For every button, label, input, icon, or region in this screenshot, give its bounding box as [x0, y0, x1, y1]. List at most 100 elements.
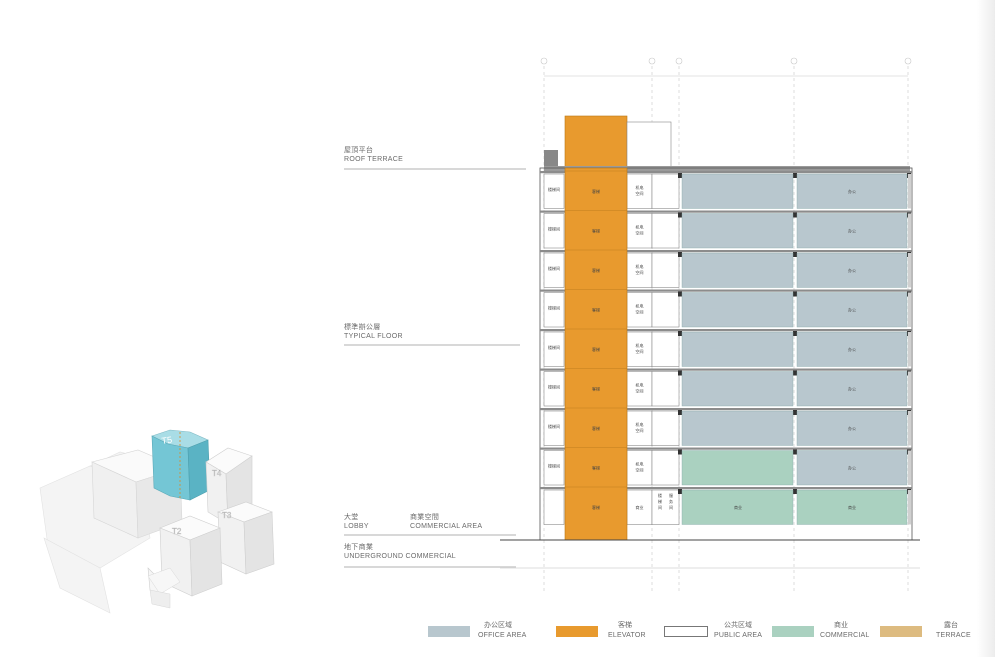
underground-label: 地下商業 UNDERGROUND COMMERCIAL: [344, 543, 456, 561]
t2-tag: T2: [172, 527, 182, 536]
rooftop-parapet: [544, 150, 558, 166]
stair-label: 楼梯间: [548, 462, 560, 468]
machine-label: 机电: [636, 302, 644, 308]
corridor-zone: [651, 489, 680, 525]
elevator-label: 客梯: [592, 504, 600, 510]
office-label: 办公: [848, 385, 856, 391]
structural-column: [678, 331, 682, 336]
office-label: 办公: [848, 346, 856, 352]
stair-label: 楼梯间: [548, 304, 560, 310]
elevator-label: 客梯: [592, 464, 600, 470]
structural-column: [678, 489, 682, 494]
structural-column: [793, 291, 797, 297]
machine-label: 空间: [636, 308, 644, 314]
office-bay: [681, 252, 794, 288]
office-bay: [796, 213, 908, 249]
structural-column: [793, 173, 797, 178]
office-bay: [796, 331, 908, 367]
legend-swatch-terrace: [880, 626, 922, 637]
floor-slab: [540, 408, 912, 411]
lobby-level-line: [344, 534, 516, 536]
stair-zone: [543, 331, 565, 367]
roof-slab: [544, 166, 910, 171]
typical-floor-en: TYPICAL FLOOR: [344, 333, 403, 340]
office-label: 办公: [848, 306, 856, 312]
structural-column: [678, 212, 682, 218]
structural-column: [793, 410, 797, 415]
stair-zone: [543, 371, 565, 407]
elevator-label: 客梯: [592, 188, 600, 194]
side-service-label: 服: [669, 492, 673, 498]
legend-item-office: 办公区域 OFFICE AREA: [428, 618, 538, 642]
office-bay: [796, 252, 908, 288]
underground-cn: 地下商業: [344, 544, 374, 551]
machine-zone: [626, 489, 653, 525]
office-label: 办公: [848, 227, 856, 233]
legend-item-elevator: 客梯 ELEVATOR: [556, 618, 666, 642]
legend-item-commercial: 商业 COMMERCIAL: [772, 618, 882, 642]
rooftop-elevator-core: [564, 115, 628, 169]
machine-label: 机电: [636, 184, 644, 190]
floor-slab: [540, 487, 912, 490]
machine-label: 空间: [636, 229, 644, 235]
side-service-label: 务: [669, 498, 673, 504]
side-stair-label: 梯: [658, 498, 662, 504]
structural-column: [678, 449, 682, 455]
rooftop-machine-room: [626, 121, 672, 169]
page-edge-shadow: [977, 0, 995, 657]
machine-label: 空间: [636, 387, 644, 393]
machine-label: 机电: [636, 223, 644, 229]
structural-column: [678, 252, 682, 257]
stair-label: 楼梯间: [548, 423, 560, 429]
grid-axis-bubble: [675, 57, 683, 65]
structural-column: [678, 370, 682, 376]
machine-zone: [626, 331, 653, 367]
machine-label: 机电: [636, 381, 644, 387]
machine-zone: [626, 213, 653, 249]
side-service-label: 间: [669, 504, 673, 510]
office-label: 办公: [848, 425, 856, 431]
structural-column: [793, 252, 797, 257]
typical-floor-label: 標準辦公層 TYPICAL FLOOR: [344, 323, 403, 341]
stair-zone: [543, 410, 565, 446]
structural-column: [793, 331, 797, 336]
grid-axis-bubble: [904, 57, 912, 65]
floor-stack: 楼梯间机电空间办公楼梯间机电空间办公楼梯间机电空间办公楼梯间机电空间办公楼梯间机…: [540, 167, 912, 541]
facade-panel: [908, 174, 911, 209]
corridor-zone: [651, 371, 680, 407]
commercial-area-cn: 商業空間: [410, 514, 440, 521]
facade-panel: [908, 371, 911, 406]
corridor-zone: [651, 213, 680, 249]
corridor-zone: [651, 331, 680, 367]
office-bay: [796, 371, 908, 407]
corridor-zone: [651, 410, 680, 446]
elevator-label: 客梯: [592, 425, 600, 431]
floor-slab: [540, 210, 912, 213]
machine-zone: [626, 450, 653, 486]
commercial-area-label: 商業空間 COMMERCIAL AREA: [410, 513, 482, 531]
office-label: 办公: [848, 188, 856, 194]
roof-terrace-cn: 屋頂平台: [344, 147, 374, 154]
legend-item-public: 公共区域 PUBLIC AREA: [664, 618, 774, 642]
office-bay: [796, 173, 908, 209]
commercial-bay: [681, 489, 794, 525]
stair-label: 楼梯间: [548, 225, 560, 231]
roof-terrace-label: 屋頂平台 ROOF TERRACE: [344, 146, 403, 164]
legend-commercial-en: COMMERCIAL: [820, 632, 870, 639]
commercial-label: 商业: [734, 504, 742, 510]
side-stair-label: 楼: [658, 492, 662, 498]
corridor-zone: [651, 252, 680, 288]
corridor-zone: [651, 292, 680, 328]
facade-panel: [908, 332, 911, 367]
elevator-label: 客梯: [592, 306, 600, 312]
office-bay: [681, 410, 794, 446]
machine-label: 机电: [636, 460, 644, 466]
elevator-label: 客梯: [592, 385, 600, 391]
building-section-drawing: 楼梯间机电空间办公楼梯间机电空间办公楼梯间机电空间办公楼梯间机电空间办公楼梯间机…: [500, 57, 920, 592]
legend-terrace-en: TERRACE: [936, 632, 971, 639]
structural-column: [793, 449, 797, 455]
legend-swatch-public: [664, 626, 708, 637]
lobby-commercial-label: 商业: [636, 504, 644, 510]
typical-floor-cn: 標準辦公層: [344, 324, 381, 331]
elevator-core: [564, 167, 628, 541]
